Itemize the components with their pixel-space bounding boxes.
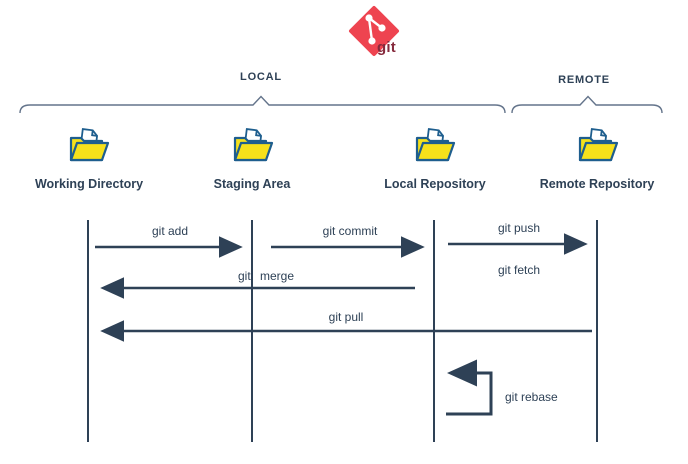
column-label-local-repository: Local Repository bbox=[384, 177, 486, 191]
git-rebase-label: git rebase bbox=[505, 390, 558, 404]
git-diamond-shape bbox=[349, 6, 399, 56]
git-logo bbox=[348, 5, 402, 59]
remote-brace bbox=[511, 95, 663, 114]
staging-area-folder-icon bbox=[229, 126, 275, 168]
column-label-remote-repository: Remote Repository bbox=[539, 177, 655, 191]
working-directory-folder-icon bbox=[65, 126, 111, 168]
git-push-label: git push bbox=[497, 221, 541, 235]
git-pull-label: git pull bbox=[328, 310, 364, 324]
remote-repository-folder-icon bbox=[574, 126, 620, 168]
git-branch-glyph-icon bbox=[365, 14, 386, 45]
column-label-staging-area: Staging Area bbox=[213, 177, 291, 191]
git-add-label: git add bbox=[151, 224, 189, 238]
column-label-working-directory: Working Directory bbox=[34, 177, 144, 191]
git-wordmark: git bbox=[377, 39, 396, 56]
group-label-local: LOCAL bbox=[240, 71, 282, 83]
git-commit-label: git commit bbox=[322, 224, 378, 238]
git-merge-label: git merge bbox=[237, 269, 295, 283]
local-repository-folder-icon bbox=[411, 126, 457, 168]
git-logo-diamond-icon bbox=[349, 6, 399, 56]
git-fetch-label: git fetch bbox=[497, 263, 541, 277]
local-brace bbox=[19, 95, 506, 114]
git-rebase-loop-arrow bbox=[446, 359, 493, 416]
group-label-remote: REMOTE bbox=[558, 74, 610, 86]
